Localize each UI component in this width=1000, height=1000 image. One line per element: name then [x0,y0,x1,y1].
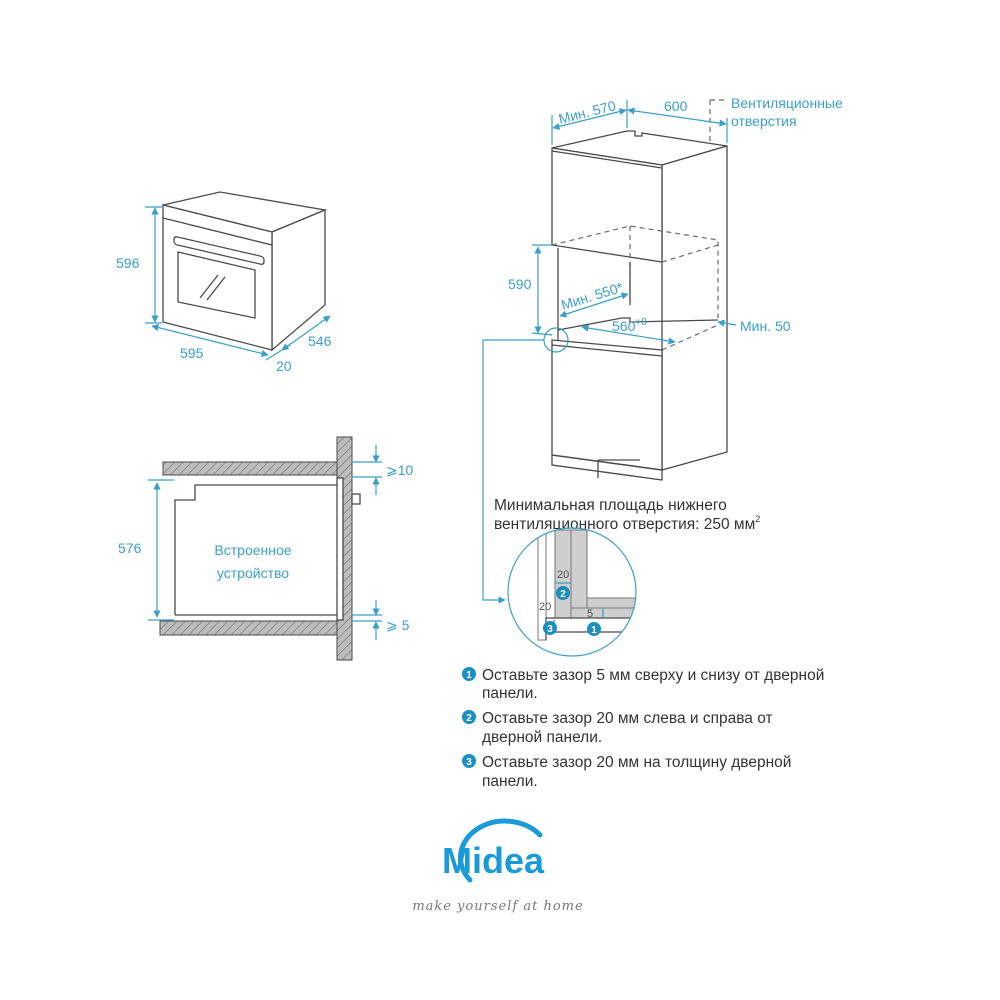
niche-depth-550: Мин. 550* [559,279,625,313]
oven-depth: 546 [308,333,332,349]
marker-1-icon [587,622,601,636]
marker-3-label: 3 [547,624,553,635]
vent-label-2: отверстия [731,113,797,129]
section-drawing: 576 ⩾10 ⩾ 5 Встроенное устройство [118,436,414,661]
logo-tagline: make yourself at home [412,899,583,914]
note-3-icon [462,754,476,768]
note-1-icon [462,667,476,681]
niche-width-560: 560+8 [612,317,647,334]
logo-wordmark: Midea [442,840,545,881]
note-1-line2: панели. [482,685,538,702]
oven-door-depth: 20 [276,358,292,374]
width-600: 600 [664,98,688,114]
note-1-line1: Оставьте зазор 5 мм сверху и снизу от дв… [482,667,824,684]
vent-label-1: Вентиляционные [731,95,843,111]
marker-2-icon [556,586,570,600]
detail-magnifier: 20 20 5 2 3 1 [507,527,637,657]
note-2-num: 2 [466,713,472,724]
min-gap-50: Мин. 50 [740,318,791,334]
oven-window [177,251,256,319]
note-2-icon [462,710,476,724]
detail-20-width: 20 [557,569,569,581]
note-3-line2: панели. [482,773,538,790]
note-3-line1: Оставьте зазор 20 мм на толщину дверной [482,754,791,771]
min-depth-570: Мин. 570 [557,97,618,127]
marker-3-icon [543,621,557,635]
note-3-num: 3 [466,757,472,768]
detail-5: 5 [587,608,593,620]
gap-top-10: ⩾10 [386,462,414,478]
oven-dimensions: 596 595 546 20 [116,206,332,374]
note-1-num: 1 [466,670,472,681]
gap-bottom-5: ⩾ 5 [386,617,410,633]
marker-2-label: 2 [560,589,566,600]
vent-note-line1: Минимальная площадь нижнего [494,497,727,514]
marker-1-label: 1 [591,625,597,636]
detail-20-depth: 20 [539,601,551,613]
note-2-line2: дверной панели. [482,729,602,746]
midea-logo: Midea make yourself at home [412,818,583,914]
niche-height-590: 590 [508,276,532,292]
oven-handle [173,236,265,266]
cabinet-drawing [551,99,728,481]
notes-list: 1 Оставьте зазор 5 мм сверху и снизу от … [462,667,824,790]
section-height-576: 576 [118,540,142,556]
vent-note-line2: вентиляционного отверстия: 250 мм2 [494,514,760,533]
built-in-label-2: устройство [217,565,289,581]
note-2-line1: Оставьте зазор 20 мм слева и справа от [482,710,773,727]
logo-swoosh-icon [458,818,543,883]
oven-drawing [162,191,328,352]
oven-width: 595 [180,345,204,361]
oven-height: 596 [116,255,140,271]
built-in-label-1: Встроенное [214,542,291,558]
